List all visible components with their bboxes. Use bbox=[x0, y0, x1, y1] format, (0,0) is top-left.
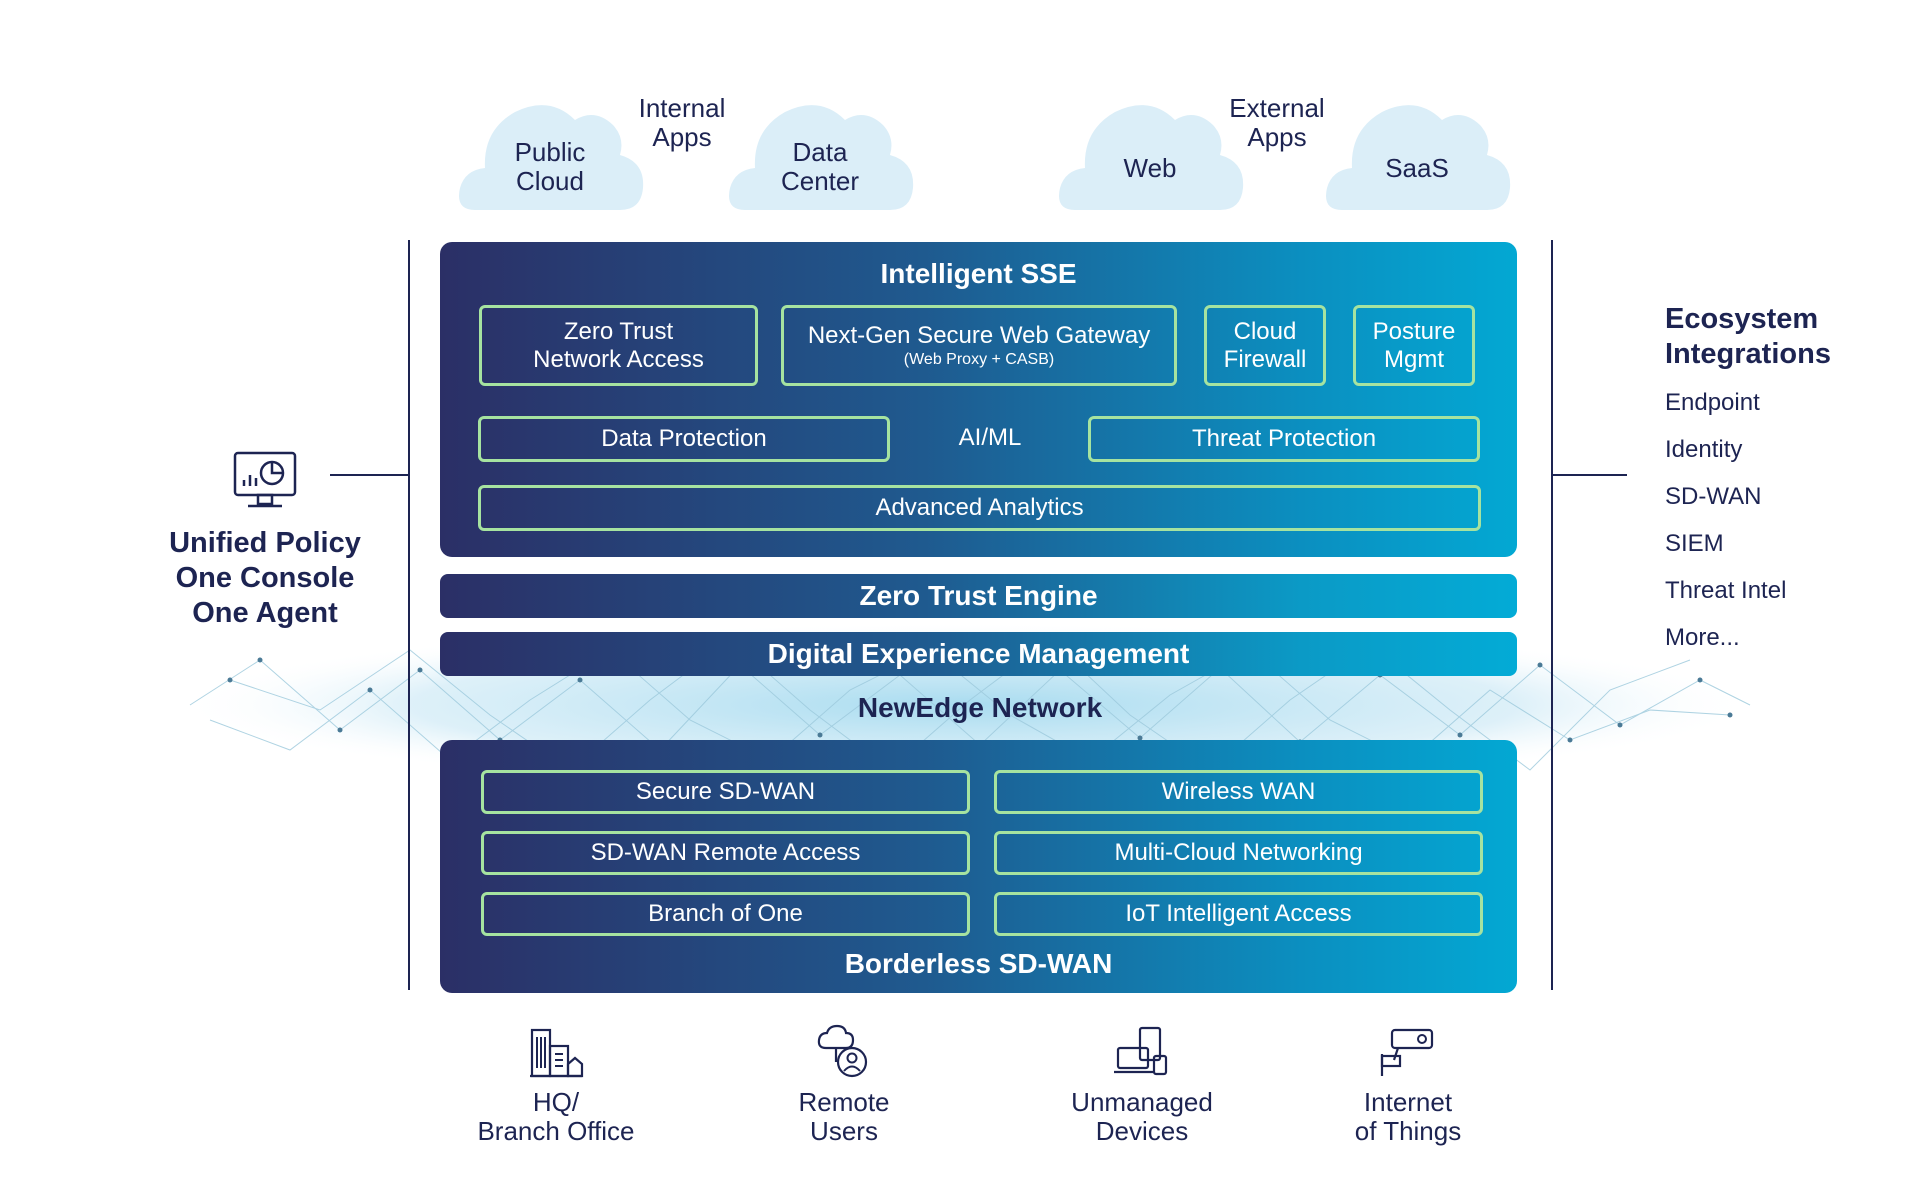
swg-label: Next-Gen Secure Web Gateway bbox=[807, 321, 1151, 349]
internet-of-things: Internet of Things bbox=[1298, 1026, 1518, 1146]
cloud-label: Data Center bbox=[780, 137, 860, 196]
iot-access-label: IoT Intelligent Access bbox=[1125, 900, 1352, 927]
advanced-analytics-label: Advanced Analytics bbox=[875, 494, 1084, 521]
ecosystem-item[interactable]: More... bbox=[1665, 624, 1740, 651]
camera-icon bbox=[1380, 1028, 1434, 1076]
ecosystem-item[interactable]: Identity bbox=[1665, 436, 1743, 463]
secure-sdwan-label: Secure SD-WAN bbox=[635, 778, 816, 805]
remote-users-label: Remote Users bbox=[798, 1087, 890, 1146]
branch-of-one-label: Branch of One bbox=[648, 900, 803, 927]
internal-apps-label: Internal Apps bbox=[638, 93, 726, 152]
ecosystem-item[interactable]: Threat Intel bbox=[1665, 577, 1787, 604]
cloud-label: Web bbox=[1123, 153, 1177, 183]
cloud-firewall-box[interactable]: Cloud Firewall bbox=[1204, 305, 1326, 386]
unified-policy-line: Unified Policy bbox=[169, 527, 361, 559]
remote-user-icon bbox=[817, 1024, 868, 1078]
wireless-wan-label: Wireless WAN bbox=[1161, 778, 1316, 805]
threat-protection-label: Threat Protection bbox=[1191, 425, 1377, 452]
cloud-firewall-label: Cloud Firewall bbox=[1223, 317, 1307, 373]
cloud-icon bbox=[1059, 105, 1244, 210]
ecosystem-item[interactable]: SD-WAN bbox=[1665, 483, 1762, 510]
sdwan-remote-access-box[interactable]: SD-WAN Remote Access bbox=[481, 831, 970, 875]
ecosystem-item[interactable]: SIEM bbox=[1665, 530, 1724, 557]
secure-sdwan-box[interactable]: Secure SD-WAN bbox=[481, 770, 970, 814]
building-icon bbox=[530, 1028, 584, 1078]
ecosystem-title-line2: Integrations bbox=[1665, 338, 1831, 370]
swg-box[interactable]: Next-Gen Secure Web Gateway (Web Proxy +… bbox=[781, 305, 1177, 386]
ecosystem-title: Ecosystem Integrations bbox=[1665, 302, 1831, 372]
data-protection-box[interactable]: Data Protection bbox=[478, 416, 890, 462]
cloud-saas: SaaS bbox=[1322, 100, 1512, 210]
iot-access-box[interactable]: IoT Intelligent Access bbox=[994, 892, 1483, 936]
posture-mgmt-label: Posture Mgmt bbox=[1372, 317, 1456, 373]
dem-bar[interactable]: Digital Experience Management bbox=[440, 632, 1517, 676]
right-vertical-line bbox=[1551, 240, 1553, 990]
left-connector-line bbox=[330, 474, 408, 476]
intelligent-sse-panel: Intelligent SSE Zero Trust Network Acces… bbox=[440, 242, 1517, 557]
external-apps-label: External Apps bbox=[1229, 93, 1325, 152]
data-protection-label: Data Protection bbox=[601, 425, 767, 452]
multicloud-networking-box[interactable]: Multi-Cloud Networking bbox=[994, 831, 1483, 875]
one-agent-line: One Agent bbox=[192, 597, 338, 629]
ecosystem-title-line1: Ecosystem bbox=[1665, 303, 1819, 335]
unmanaged-devices: Unmanaged Devices bbox=[1032, 1026, 1252, 1146]
zero-trust-engine-label: Zero Trust Engine bbox=[859, 580, 1098, 611]
branch-of-one-box[interactable]: Branch of One bbox=[481, 892, 970, 936]
cloud-label: SaaS bbox=[1385, 153, 1449, 183]
left-vertical-line bbox=[408, 240, 410, 990]
borderless-sdwan-panel: Secure SD-WAN Wireless WAN SD-WAN Remote… bbox=[440, 740, 1517, 993]
cloud-public-cloud: Public Cloud bbox=[455, 100, 645, 210]
cloud-icon bbox=[1326, 105, 1511, 210]
ecosystem-item[interactable]: Endpoint bbox=[1665, 389, 1760, 416]
cloud-data-center: Data Center bbox=[725, 100, 915, 210]
hq-branch-office: HQ/ Branch Office bbox=[446, 1028, 666, 1146]
threat-protection-box[interactable]: Threat Protection bbox=[1088, 416, 1480, 462]
ztna-box[interactable]: Zero Trust Network Access bbox=[479, 305, 758, 386]
aiml-label: AI/ML bbox=[958, 424, 1022, 451]
right-connector-line bbox=[1553, 474, 1627, 476]
posture-mgmt-box[interactable]: Posture Mgmt bbox=[1353, 305, 1475, 386]
swg-sub-label: (Web Proxy + CASB) bbox=[903, 350, 1055, 368]
sdwan-remote-access-label: SD-WAN Remote Access bbox=[590, 839, 861, 866]
cloud-web: Web bbox=[1055, 100, 1245, 210]
dem-label: Digital Experience Management bbox=[767, 638, 1190, 669]
multicloud-networking-label: Multi-Cloud Networking bbox=[1114, 839, 1363, 866]
devices-icon bbox=[1114, 1026, 1168, 1076]
zero-trust-engine-bar[interactable]: Zero Trust Engine bbox=[440, 574, 1517, 618]
sdwan-title: Borderless SD-WAN bbox=[844, 948, 1113, 979]
one-console-line: One Console bbox=[175, 562, 355, 594]
internet-of-things-label: Internet of Things bbox=[1354, 1087, 1462, 1146]
hq-branch-office-label: HQ/ Branch Office bbox=[477, 1087, 635, 1146]
cloud-icon bbox=[459, 105, 644, 210]
unified-policy-label: Unified Policy One Console One Agent bbox=[160, 526, 370, 631]
sse-title: Intelligent SSE bbox=[880, 258, 1077, 289]
monitor-chart-icon bbox=[233, 451, 297, 508]
advanced-analytics-box[interactable]: Advanced Analytics bbox=[478, 485, 1481, 531]
wireless-wan-box[interactable]: Wireless WAN bbox=[994, 770, 1483, 814]
unmanaged-devices-label: Unmanaged Devices bbox=[1071, 1087, 1213, 1146]
cloud-label: Public Cloud bbox=[514, 137, 586, 196]
newedge-network-label: NewEdge Network bbox=[857, 692, 1103, 723]
cloud-icon bbox=[729, 105, 914, 210]
remote-users: Remote Users bbox=[734, 1024, 954, 1146]
ztna-label: Zero Trust Network Access bbox=[533, 317, 704, 373]
